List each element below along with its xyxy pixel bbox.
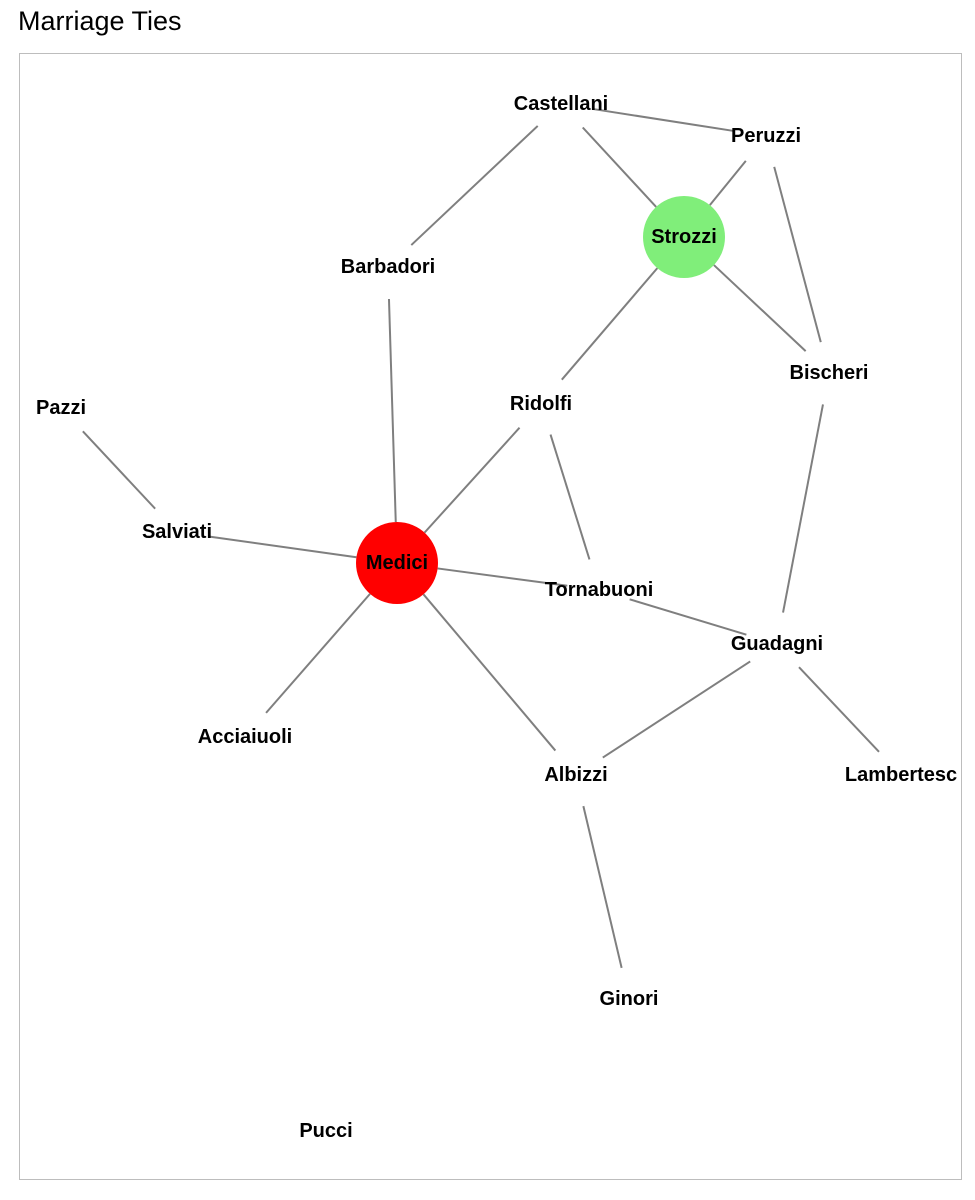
edge-medici-albizzi <box>422 593 557 752</box>
plot-frame <box>19 53 962 1180</box>
node-label-castellani: Castellani <box>514 93 608 115</box>
node-label-ridolfi: Ridolfi <box>510 393 572 415</box>
node-label-ginori: Ginori <box>600 988 659 1010</box>
node-circle-strozzi <box>643 196 725 278</box>
node-label-albizzi: Albizzi <box>544 764 607 786</box>
edge-ridolfi-tornabuoni <box>549 434 591 560</box>
node-label-peruzzi: Peruzzi <box>731 125 801 147</box>
edge-barbadori-medici <box>387 298 397 523</box>
node-label-pucci: Pucci <box>299 1120 352 1142</box>
edge-strozzi-bischeri <box>713 264 807 352</box>
node-label-strozzi: Strozzi <box>651 226 717 248</box>
edge-strozzi-ridolfi <box>561 267 659 381</box>
edge-medici-tornabuoni <box>437 567 568 587</box>
node-label-acciaiuoli: Acciaiuoli <box>198 726 292 748</box>
edge-ridolfi-medici <box>423 427 521 534</box>
edge-guadagni-lamberteschi <box>798 666 880 753</box>
node-label-guadagni: Guadagni <box>731 633 823 655</box>
edge-medici-acciaiuoli <box>265 593 371 714</box>
node-label-barbadori: Barbadori <box>341 256 435 278</box>
edge-pazzi-salviati <box>82 430 156 510</box>
edge-castellani-strozzi <box>581 126 657 208</box>
edge-guadagni-albizzi <box>602 660 751 759</box>
edge-castellani-peruzzi <box>592 107 735 133</box>
edge-bischeri-guadagni <box>782 404 824 613</box>
edge-tornabuoni-guadagni <box>629 598 747 636</box>
highlights-layer <box>356 196 725 604</box>
edges-layer <box>82 107 880 969</box>
page-title: Marriage Ties <box>18 6 182 36</box>
node-label-pazzi: Pazzi <box>36 397 86 419</box>
node-label-lamberteschi: Lambertesc <box>845 764 957 786</box>
edge-salviati-medici <box>208 535 357 559</box>
labels-layer: CastellaniPeruzziStrozziBarbadoriBischer… <box>36 93 957 1142</box>
node-circle-medici <box>356 522 438 604</box>
edge-peruzzi-strozzi <box>709 160 747 206</box>
edge-castellani-barbadori <box>410 125 539 246</box>
node-label-medici: Medici <box>366 552 428 574</box>
node-label-bischeri: Bischeri <box>790 362 869 384</box>
edge-peruzzi-bischeri <box>773 166 822 343</box>
node-label-salviati: Salviati <box>142 521 212 543</box>
edge-albizzi-ginori <box>582 805 623 969</box>
node-label-tornabuoni: Tornabuoni <box>545 579 654 601</box>
